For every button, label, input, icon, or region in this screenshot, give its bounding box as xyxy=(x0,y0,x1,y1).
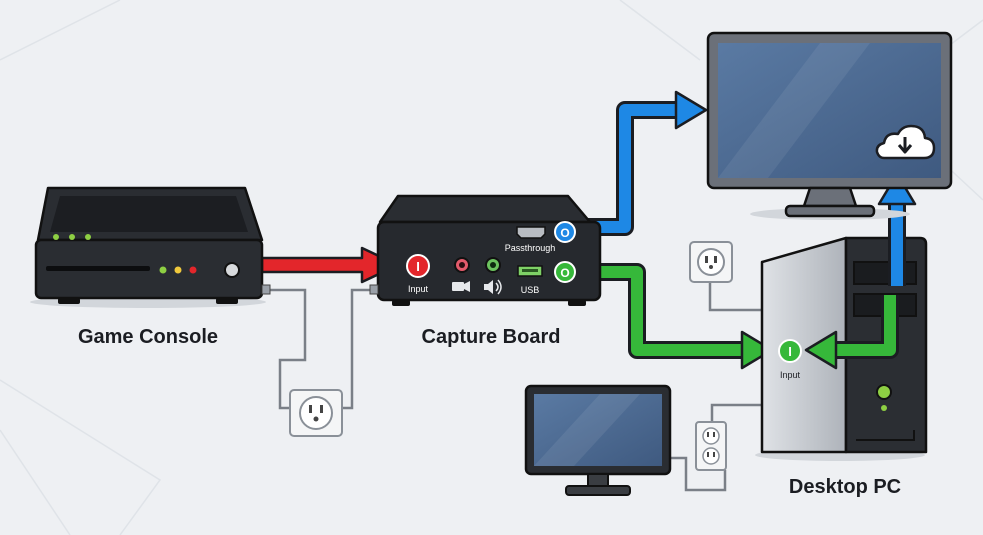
passthrough-label: Passthrough xyxy=(505,243,556,253)
console-power-button[interactable] xyxy=(224,262,240,278)
pc-power-button[interactable] xyxy=(876,384,892,400)
capture-power-cable xyxy=(342,288,378,410)
usb-letter: O xyxy=(560,266,569,280)
cloud-download-icon xyxy=(875,124,936,160)
large-monitor xyxy=(706,31,953,220)
pc-input-letter: I xyxy=(788,344,792,359)
capture-input-letter: I xyxy=(416,259,420,274)
pc-power-cable xyxy=(708,278,762,312)
small-monitor-cable xyxy=(668,456,727,492)
passthrough-arrow xyxy=(575,90,708,236)
usb-arrow xyxy=(575,263,774,370)
pc-input-port[interactable] xyxy=(778,339,802,363)
capture-input-port[interactable] xyxy=(406,254,430,278)
usb-label: USB xyxy=(521,285,540,295)
small-monitor xyxy=(524,384,672,496)
power-outlet-icon xyxy=(289,389,343,437)
camera-icon xyxy=(452,281,470,292)
console-power-cable xyxy=(262,288,307,410)
game-console xyxy=(30,186,271,308)
speaker-icon xyxy=(484,279,502,295)
pc-led xyxy=(881,405,887,411)
passthrough-letter: O xyxy=(560,226,569,240)
hdmi-port[interactable] xyxy=(516,226,546,239)
desktop-pc-label: Desktop PC xyxy=(789,476,901,498)
capture-board-label: Capture Board xyxy=(422,326,561,348)
capture-board: I Input Passthrough O USB O xyxy=(369,194,602,306)
game-console-label: Game Console xyxy=(78,326,218,348)
duplex-outlet-icon xyxy=(695,421,727,471)
capture-input-label: Input xyxy=(408,284,429,294)
pc-input-label: Input xyxy=(780,370,801,380)
usb-output-port[interactable] xyxy=(554,261,576,283)
pc-power-outlet-icon xyxy=(689,241,733,283)
pc-internal-arrow xyxy=(804,295,899,370)
passthrough-port[interactable] xyxy=(554,221,576,243)
console-led-green xyxy=(53,234,59,240)
